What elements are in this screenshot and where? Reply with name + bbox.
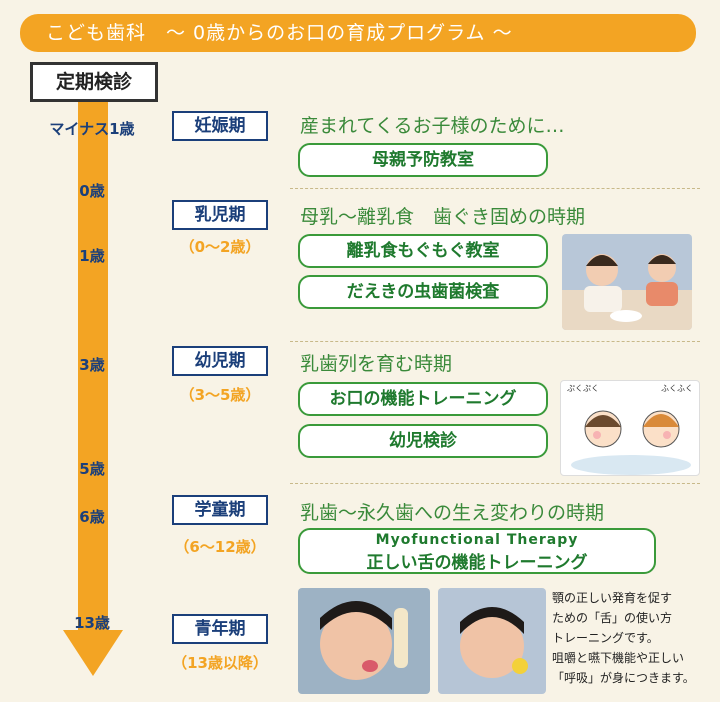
- stage-label-ninshin: 妊娠期: [172, 111, 268, 141]
- age-label-minus1: マイナス1歳: [49, 120, 135, 138]
- section-divider: [290, 341, 700, 342]
- boy-tongue-photo: [298, 588, 430, 694]
- age-label-13: 13歳: [74, 614, 110, 632]
- age-label-6: 6歳: [79, 508, 105, 526]
- kids-rinsing-illustration: ぷくぷく ふくふく: [560, 380, 700, 476]
- program-pill[interactable]: 母親予防教室: [298, 143, 548, 177]
- program-pill-myo[interactable]: Myofunctional Therapy 正しい舌の機能トレーニング: [298, 528, 656, 574]
- stage-range-nyuji: （0～2歳）: [179, 238, 261, 256]
- caption-line: トレーニングです。: [552, 631, 659, 645]
- boy-candy-photo: [438, 588, 546, 694]
- program-pill[interactable]: 幼児検診: [298, 424, 548, 458]
- stage-label-seinen: 青年期: [172, 614, 268, 644]
- illustration-text: ぷくぷく: [567, 384, 599, 393]
- teiki-label: 定期検診: [30, 62, 158, 102]
- myo-en-label: Myofunctional Therapy: [375, 532, 579, 548]
- illustration-text: ふくふく: [661, 384, 693, 393]
- section-divider: [290, 483, 700, 484]
- stage-label-nyuji: 乳児期: [172, 200, 268, 230]
- stage-range-yoji: （3～5歳）: [179, 386, 261, 404]
- section-divider: [290, 188, 700, 189]
- stage-label-gakudo: 学童期: [172, 495, 268, 525]
- caption-line: 顎の正しい発育を促す: [552, 591, 673, 605]
- stage-desc-nyuji: 母乳～離乳食 歯ぐき固めの時期: [300, 206, 586, 228]
- page-header: こども歯科 ～ 0歳からのお口の育成プログラム ～: [20, 14, 696, 52]
- stage-desc-gakudo: 乳歯～永久歯への生え変わりの時期: [300, 502, 605, 524]
- age-label-3: 3歳: [79, 356, 105, 374]
- caption-line: 咀嚼と嚥下機能や正しい: [552, 651, 685, 665]
- age-label-5: 5歳: [79, 460, 105, 478]
- age-label-1: 1歳: [79, 247, 105, 265]
- timeline-arrow-shaft: [78, 102, 108, 634]
- kids-eating-photo: [562, 234, 692, 330]
- myo-jp-label: 正しい舌の機能トレーニング: [366, 553, 588, 573]
- program-pill[interactable]: お口の機能トレーニング: [298, 382, 548, 416]
- stage-range-gakudo: （6～12歳）: [174, 538, 266, 556]
- age-label-0: 0歳: [79, 182, 105, 200]
- myo-caption: 顎の正しい発育を促す ための「舌」の使い方 トレーニングです。 咀嚼と嚥下機能や…: [552, 588, 712, 688]
- stage-desc-yoji: 乳歯列を育む時期: [300, 353, 453, 375]
- stage-desc-ninshin: 産まれてくるお子様のために…: [300, 115, 565, 137]
- program-pill[interactable]: 離乳食もぐもぐ教室: [298, 234, 548, 268]
- stage-label-yoji: 幼児期: [172, 346, 268, 376]
- caption-line: 「呼吸」が身につきます。: [552, 671, 695, 685]
- stage-range-seinen: （13歳以降）: [172, 654, 268, 672]
- program-pill[interactable]: だえきの虫歯菌検査: [298, 275, 548, 309]
- caption-line: ための「舌」の使い方: [552, 611, 673, 625]
- timeline-arrow-head: [63, 630, 123, 676]
